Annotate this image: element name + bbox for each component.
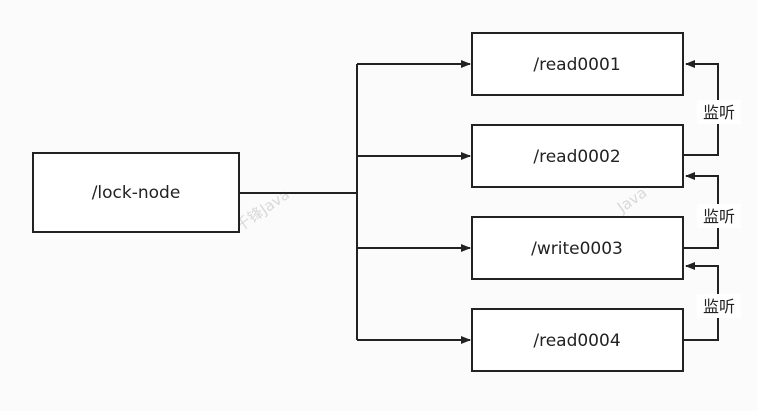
child-node-label: /write0003 [531, 239, 623, 259]
child-node-read0004: /read0004 [471, 308, 684, 372]
child-node-label: /read0001 [533, 55, 620, 75]
child-node-label: /read0004 [533, 331, 620, 351]
listen-label-backing [697, 294, 741, 318]
root-node: /lock-node [32, 152, 240, 233]
listen-label: 监听 [703, 103, 735, 122]
child-node-box [471, 216, 684, 280]
root-node-box [32, 152, 240, 233]
child-node-box [471, 124, 684, 188]
watermark-text: Java [613, 183, 650, 216]
child-node-box [471, 32, 684, 96]
child-node-label: /read0002 [533, 147, 620, 167]
listen-label-backing [697, 100, 741, 124]
listen-label: 监听 [703, 297, 735, 316]
child-node-write0003: /write0003 [471, 216, 684, 280]
root-node-label: /lock-node [92, 183, 181, 203]
listen-label: 监听 [703, 207, 735, 226]
child-node-read0001: /read0001 [471, 32, 684, 96]
listen-label-backing [697, 204, 741, 228]
child-node-read0002: /read0002 [471, 124, 684, 188]
child-node-box [471, 308, 684, 372]
